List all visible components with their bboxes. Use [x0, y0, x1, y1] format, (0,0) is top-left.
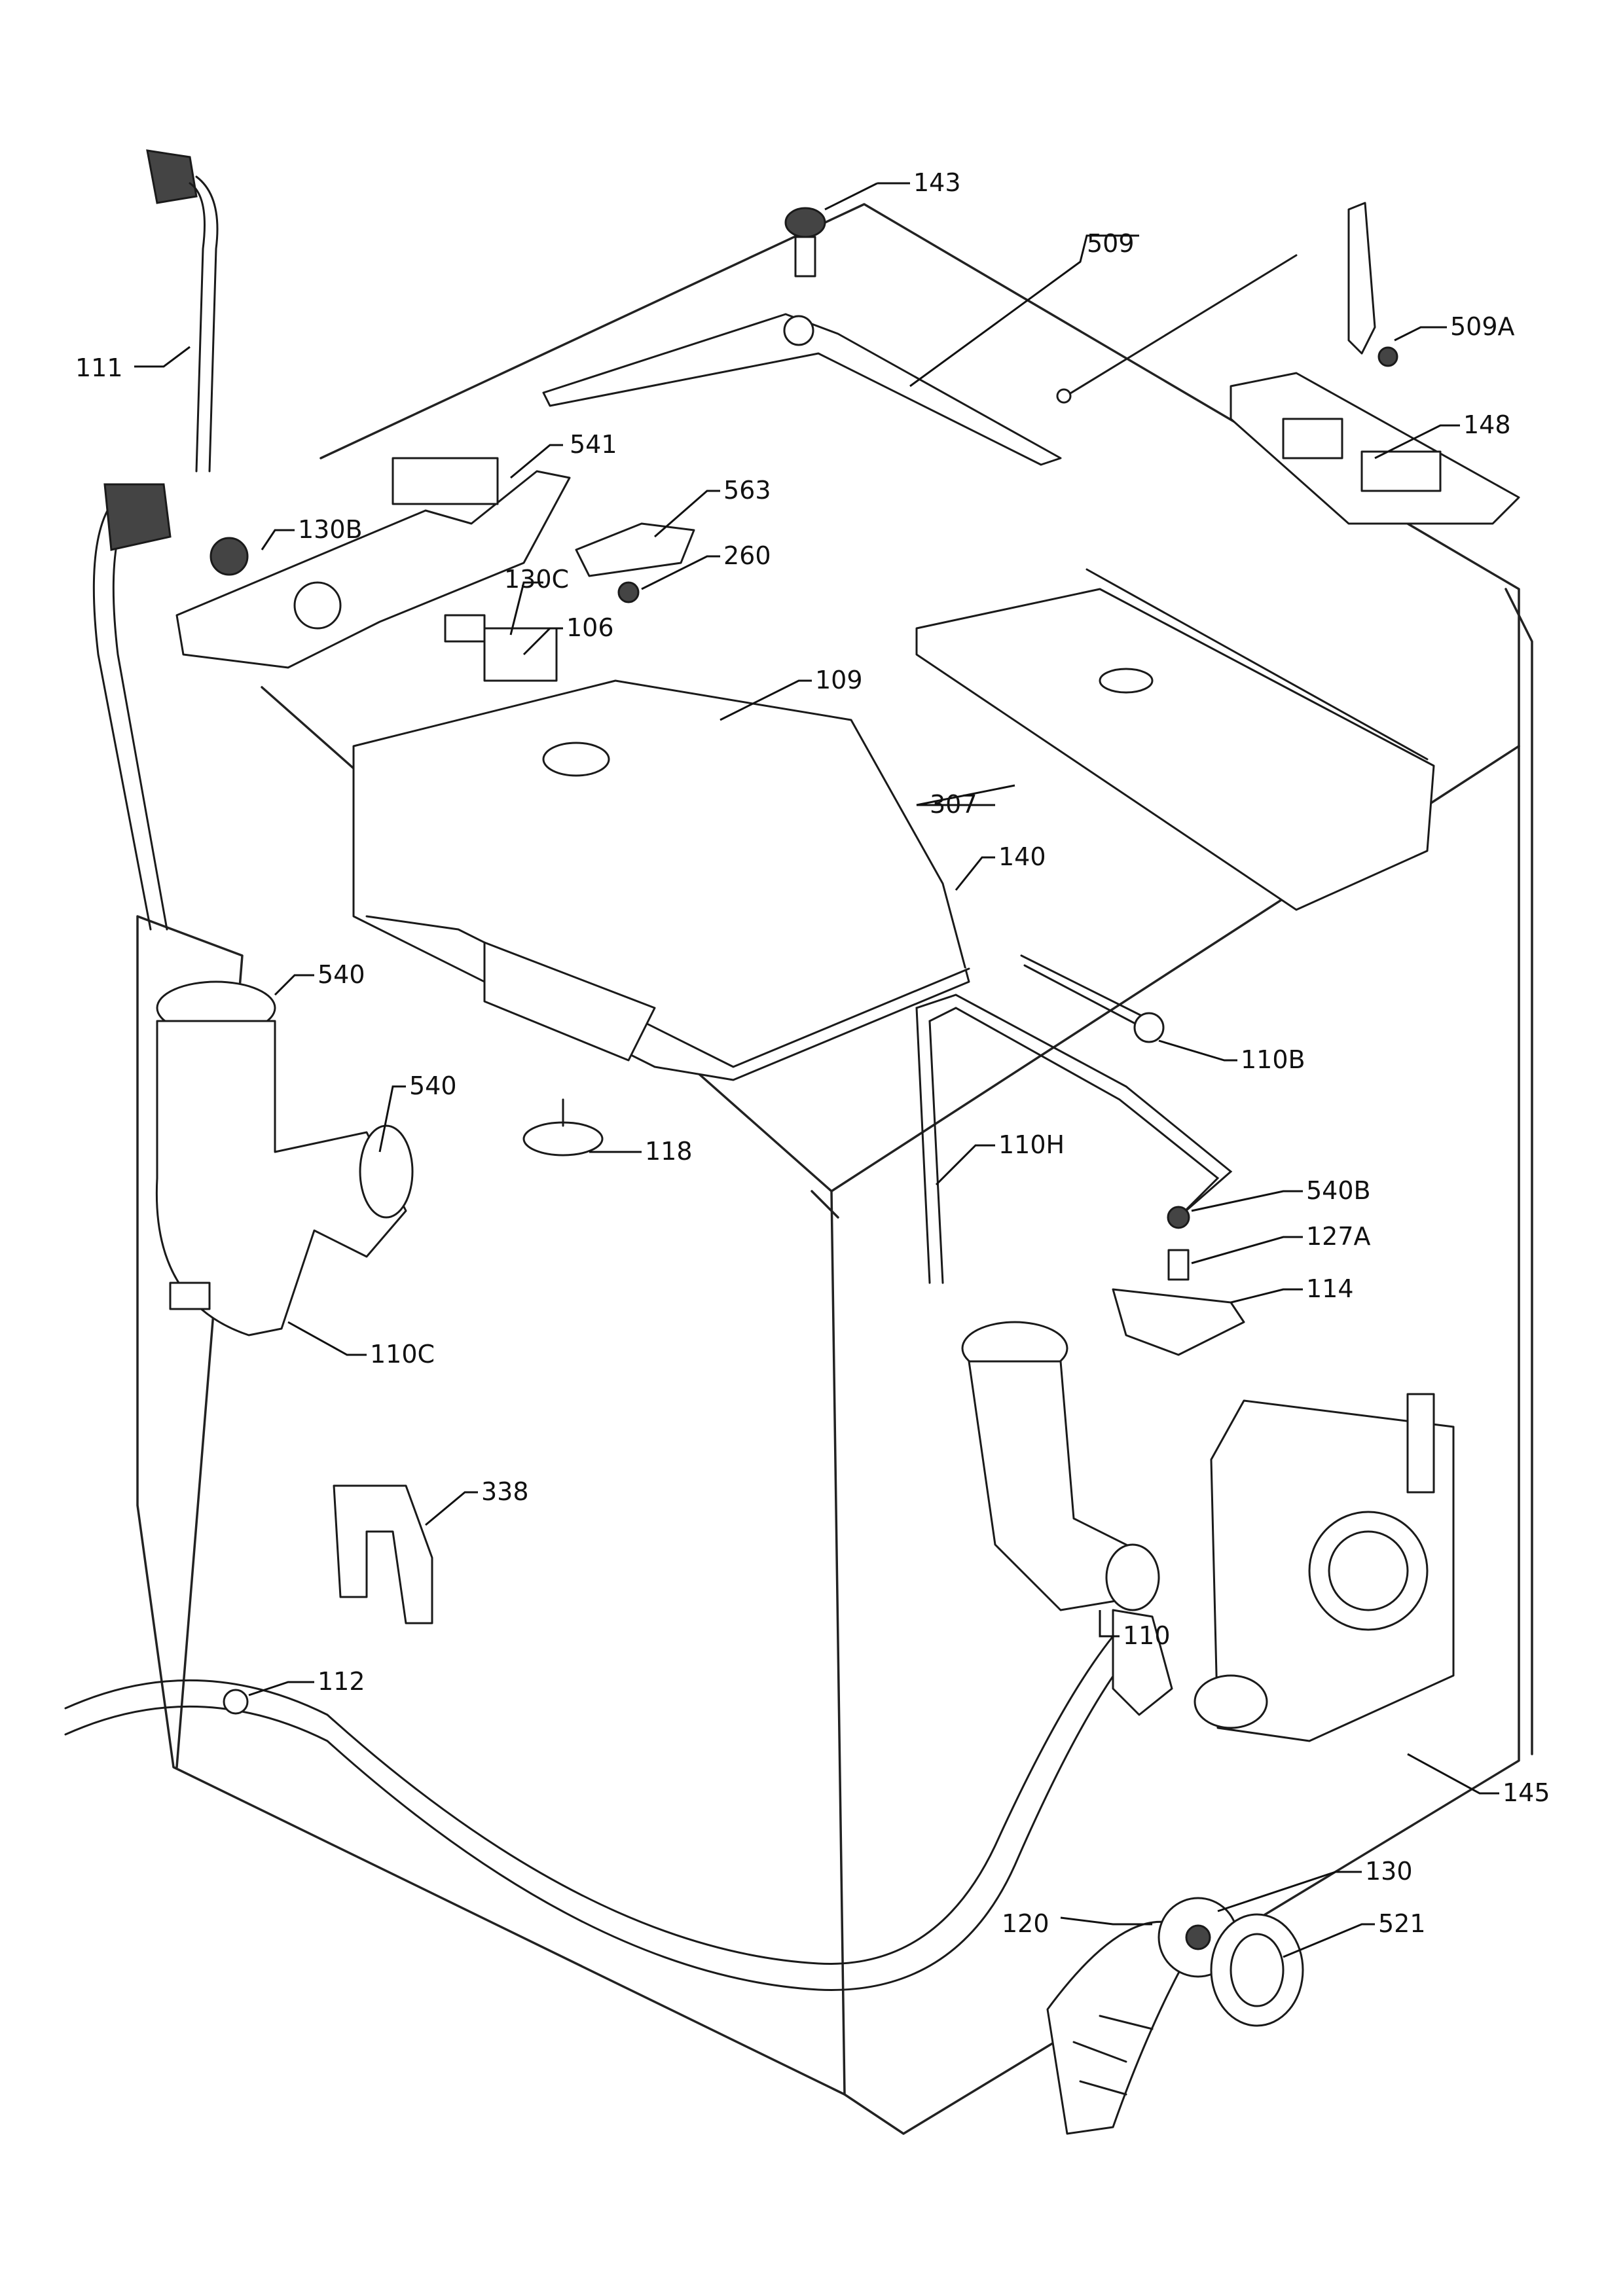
label-509a: 509A: [1450, 312, 1515, 341]
label-130b: 130B: [298, 515, 363, 544]
label-111: 111: [75, 353, 123, 382]
part-509a: [1347, 202, 1398, 367]
label-148: 148: [1463, 410, 1511, 439]
leader-lines: [134, 182, 1499, 1958]
part-110b: [1020, 954, 1165, 1043]
label-127a: 127A: [1306, 1222, 1371, 1251]
label-109: 109: [815, 666, 863, 694]
part-148: [1230, 372, 1520, 525]
part-143: [784, 207, 826, 278]
label-110b: 110B: [1241, 1045, 1305, 1074]
label-541: 541: [570, 430, 617, 459]
label-509: 509: [1087, 229, 1135, 258]
part-110: [961, 1321, 1160, 1611]
label-130: 130: [1365, 1857, 1413, 1886]
label-106: 106: [566, 613, 614, 642]
label-338: 338: [481, 1477, 529, 1506]
label-145: 145: [1503, 1778, 1550, 1807]
part-109: [352, 679, 970, 1081]
label-110c: 110C: [370, 1340, 435, 1369]
label-540-top: 540: [318, 960, 365, 989]
part-110h: [915, 994, 1233, 1284]
part-338: [333, 1484, 433, 1624]
label-563: 563: [723, 476, 771, 505]
part-111: [92, 149, 219, 931]
part-563: [444, 522, 695, 682]
label-143: 143: [913, 168, 961, 197]
part-509: [542, 254, 1298, 466]
part-112: [64, 1609, 1173, 1991]
part-541: [175, 457, 571, 669]
part-521: [1210, 1913, 1304, 2027]
part-145: [1194, 1393, 1455, 1742]
label-540b: 540B: [1306, 1176, 1371, 1205]
part-110c: [155, 980, 414, 1336]
label-540-mid: 540: [409, 1071, 457, 1100]
label-307: 307: [930, 790, 977, 819]
label-114: 114: [1306, 1274, 1354, 1303]
part-114: [1112, 1206, 1245, 1356]
part-118: [522, 1098, 604, 1157]
label-260: 260: [723, 541, 771, 570]
part-labels: 143 509 509A 111 148 541 563 130B 260 13…: [75, 168, 1550, 1938]
part-307: [915, 568, 1435, 911]
label-521: 521: [1378, 1909, 1426, 1938]
label-110h: 110H: [998, 1130, 1065, 1159]
label-140: 140: [998, 842, 1046, 871]
label-110: 110: [1123, 1621, 1171, 1650]
label-120: 120: [1002, 1909, 1049, 1938]
label-112: 112: [318, 1667, 365, 1696]
label-118: 118: [645, 1137, 693, 1166]
label-130c: 130C: [504, 565, 569, 594]
